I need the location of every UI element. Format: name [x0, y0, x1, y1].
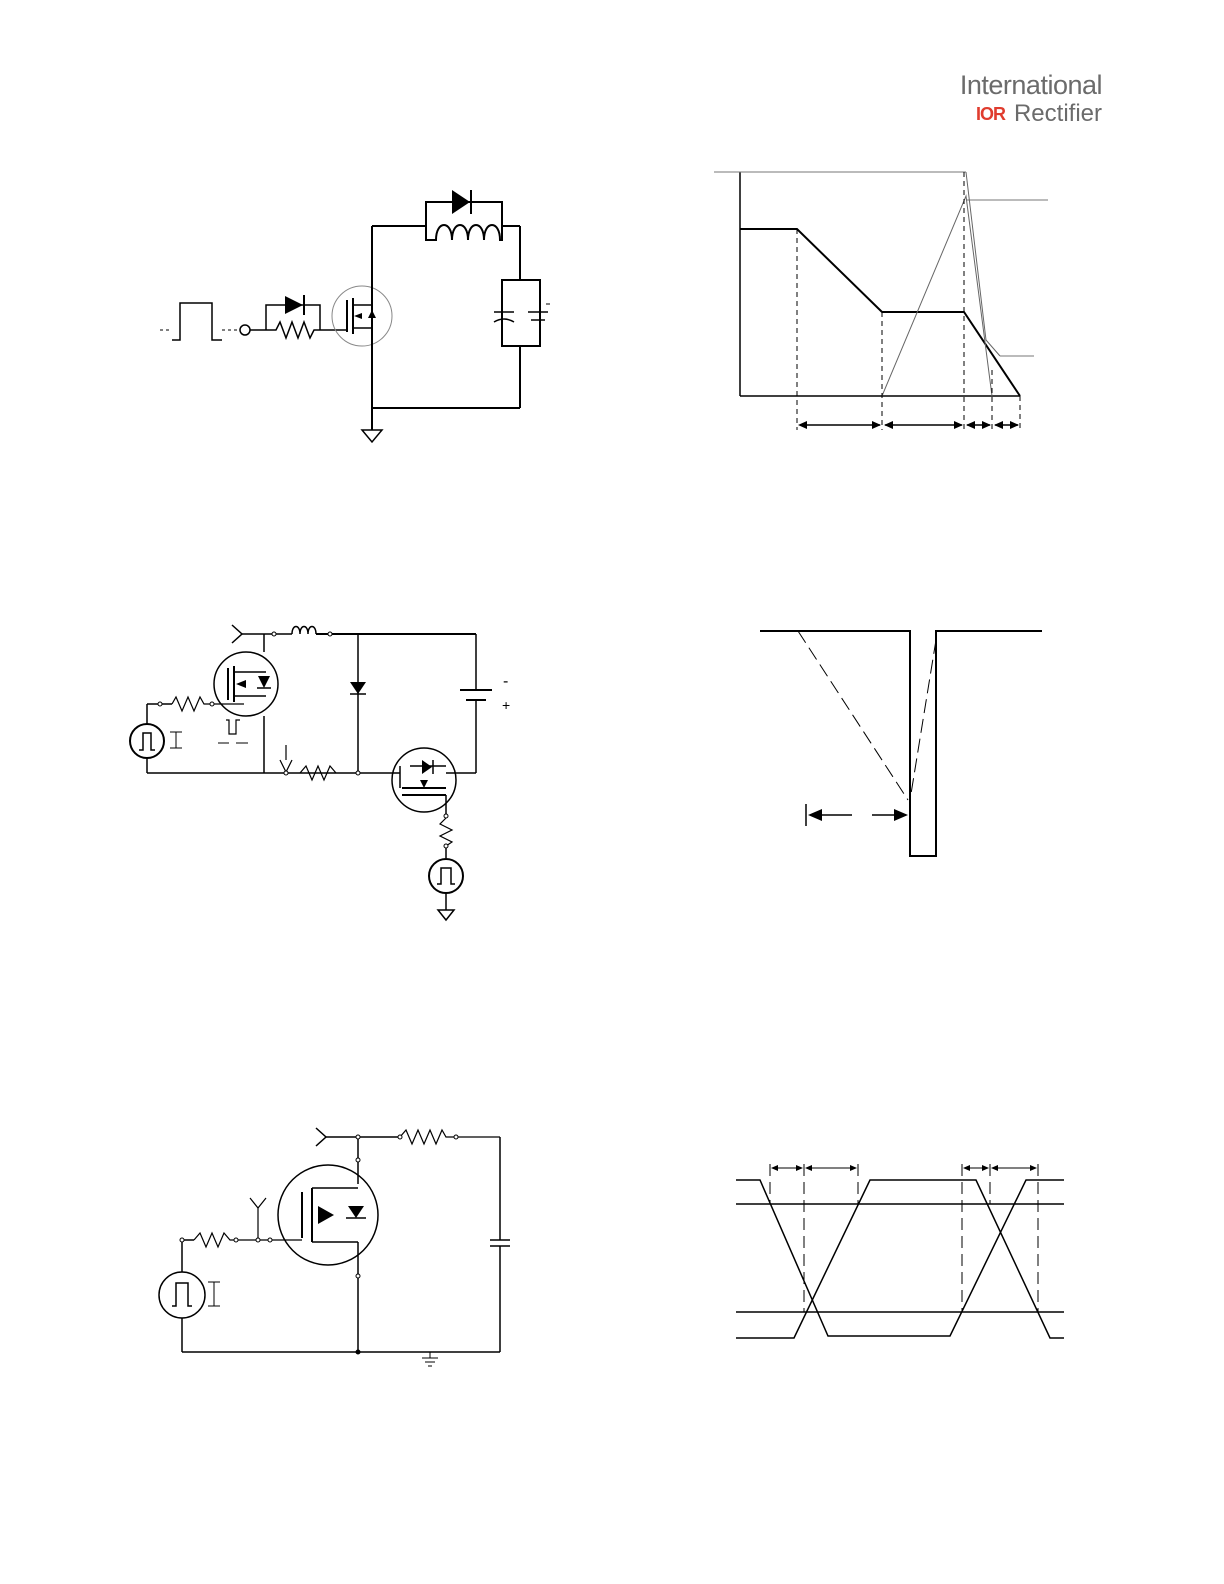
pulse-source-icon: [129, 723, 165, 759]
capacitor-bank-icon: [493, 279, 550, 347]
circuit-e: [158, 1127, 510, 1367]
company-logo: International IOR Rectifier: [960, 70, 1112, 130]
sense-resistor-icon: [299, 764, 337, 782]
mosfet-icon: [331, 285, 393, 347]
pulse-source-icon: [428, 858, 464, 894]
ground-icon: [360, 429, 384, 444]
waveform-d: [760, 630, 1042, 857]
mosfet-icon: [391, 747, 457, 813]
gate-diode-icon: [265, 295, 321, 330]
gate-resistor-icon: [266, 319, 346, 341]
logo-line-international: International: [959, 70, 1103, 100]
inductor-icon: [291, 625, 317, 635]
pulse-source-icon: [160, 302, 251, 341]
logo-line-rectifier: Rectifier: [1013, 100, 1102, 127]
ground-icon: [436, 909, 456, 922]
battery-plus-label: +: [502, 697, 510, 713]
waveform-f: [736, 1164, 1064, 1339]
pulse-source-icon: [158, 1271, 206, 1319]
waveform-b: [714, 171, 1048, 430]
circuit-c: [129, 624, 492, 922]
battery-minus-label: -: [503, 673, 508, 690]
freewheel-diode-icon: [425, 190, 503, 226]
ior-mark-icon: IOR: [976, 104, 1006, 124]
gate-resistor-icon: [193, 1231, 302, 1249]
ground-icon: [422, 1352, 438, 1367]
gate-resistor-icon: [171, 695, 244, 713]
mosfet-icon: [277, 1164, 379, 1266]
capacitor-icon: [490, 1239, 510, 1247]
diode-icon: [350, 682, 366, 695]
load-resistor-icon: [399, 1128, 500, 1146]
battery-icon: [460, 689, 492, 701]
mosfet-icon: [213, 651, 279, 717]
inductor-icon: [425, 224, 503, 241]
circuit-a: [160, 190, 550, 444]
